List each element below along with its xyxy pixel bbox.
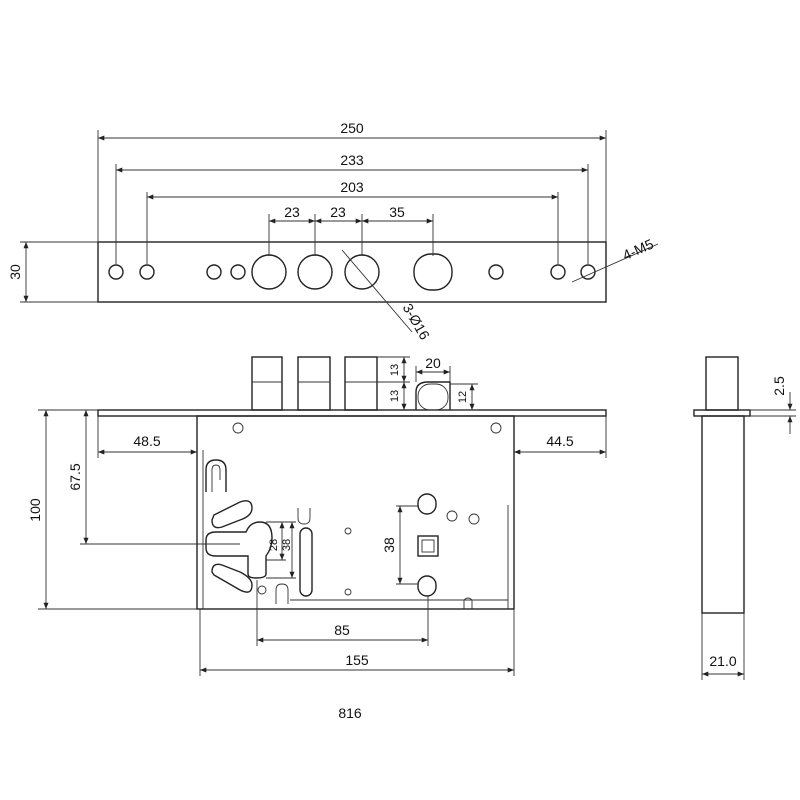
dim-label: 48.5 (133, 433, 160, 449)
case-side (701, 415, 745, 614)
dimension-100: 100 (27, 409, 197, 610)
dimension-203: 203 (146, 179, 559, 264)
screw-hole (206, 264, 222, 280)
cylinder-profile (205, 521, 273, 579)
dimension-44-5: 44.5 (514, 416, 607, 458)
dimension-28-38: 28 38 (266, 521, 296, 579)
rivet (344, 527, 352, 535)
dim-label: 155 (345, 652, 369, 668)
dim-label: 100 (27, 498, 43, 522)
screw-hole (139, 264, 155, 280)
bolt-hole (251, 254, 287, 290)
dim-label: 21.0 (709, 653, 736, 669)
leader-holes: 3-Ø16 (341, 249, 433, 343)
dim-label: 250 (340, 120, 364, 136)
faceplate-side (693, 409, 751, 417)
slot (417, 493, 437, 515)
bolt (251, 356, 283, 411)
hook-slot (205, 459, 227, 492)
latch (415, 381, 451, 410)
rivet (257, 585, 267, 595)
dim-label: 23 (284, 204, 300, 220)
faceplate-edge (97, 409, 607, 417)
dim-label: 3-Ø16 (400, 301, 433, 343)
dimension-12: 12 (450, 383, 478, 411)
dimension-155: 155 (199, 609, 515, 676)
cam-slot (211, 563, 253, 593)
dimension-21: 21.0 (701, 613, 745, 680)
model-number: 816 (338, 705, 362, 721)
dim-label: 67.5 (67, 463, 83, 490)
cam-slot (211, 500, 253, 529)
dim-label: 4-M5 (620, 236, 656, 264)
screw-hole (108, 264, 124, 280)
rivet (490, 422, 502, 434)
dim-label: 85 (334, 622, 350, 638)
dim-label: 20 (425, 355, 441, 371)
bolt (297, 356, 331, 411)
screw-hole (230, 264, 246, 280)
lock-body-front-view (97, 356, 607, 610)
dimension-48-5: 48.5 (97, 416, 197, 458)
dimension-85: 85 (256, 580, 429, 646)
dimension-38: 38 (381, 505, 418, 585)
lock-side-view (693, 356, 751, 614)
dimension-2-5: 2.5 (750, 376, 796, 434)
bolt-hole (297, 254, 333, 290)
dimension-20: 20 (415, 355, 451, 382)
latch-hole (413, 253, 453, 291)
spindle-square (417, 535, 439, 557)
dim-label: 12 (457, 391, 469, 403)
lock-case (196, 415, 515, 610)
dim-label: 35 (389, 204, 405, 220)
dim-label: 233 (340, 152, 364, 168)
faceplate-top-view (97, 241, 607, 303)
dim-label: 13 (389, 364, 401, 376)
dimension-250: 250 (97, 120, 607, 242)
dimension-67-5: 67.5 (67, 410, 240, 545)
screw-hole (488, 264, 504, 280)
rivet (344, 588, 352, 596)
dim-label: 23 (330, 204, 346, 220)
dim-label: 203 (340, 179, 364, 195)
dimension-13-13: 13 13 (377, 356, 410, 410)
dim-label: 28 (268, 539, 280, 551)
screw-hole (550, 264, 566, 280)
dim-label: 38 (281, 539, 293, 551)
rivet (232, 422, 244, 434)
dim-label: 44.5 (546, 433, 573, 449)
dimension-233: 233 (115, 152, 589, 264)
slot (417, 575, 437, 597)
dimension-bolt-spacing: 23 23 35 (268, 204, 434, 256)
dimension-30: 30 (7, 241, 98, 303)
dim-label: 13 (389, 390, 401, 402)
dim-label: 38 (381, 537, 397, 553)
rivet (468, 513, 480, 525)
dim-label: 30 (7, 264, 23, 280)
slider-slot (299, 527, 313, 597)
bolt (344, 356, 378, 411)
faceplate-outline (97, 241, 607, 303)
dim-label: 2.5 (771, 376, 787, 396)
bolt-side (705, 356, 739, 411)
rivet (446, 510, 458, 522)
